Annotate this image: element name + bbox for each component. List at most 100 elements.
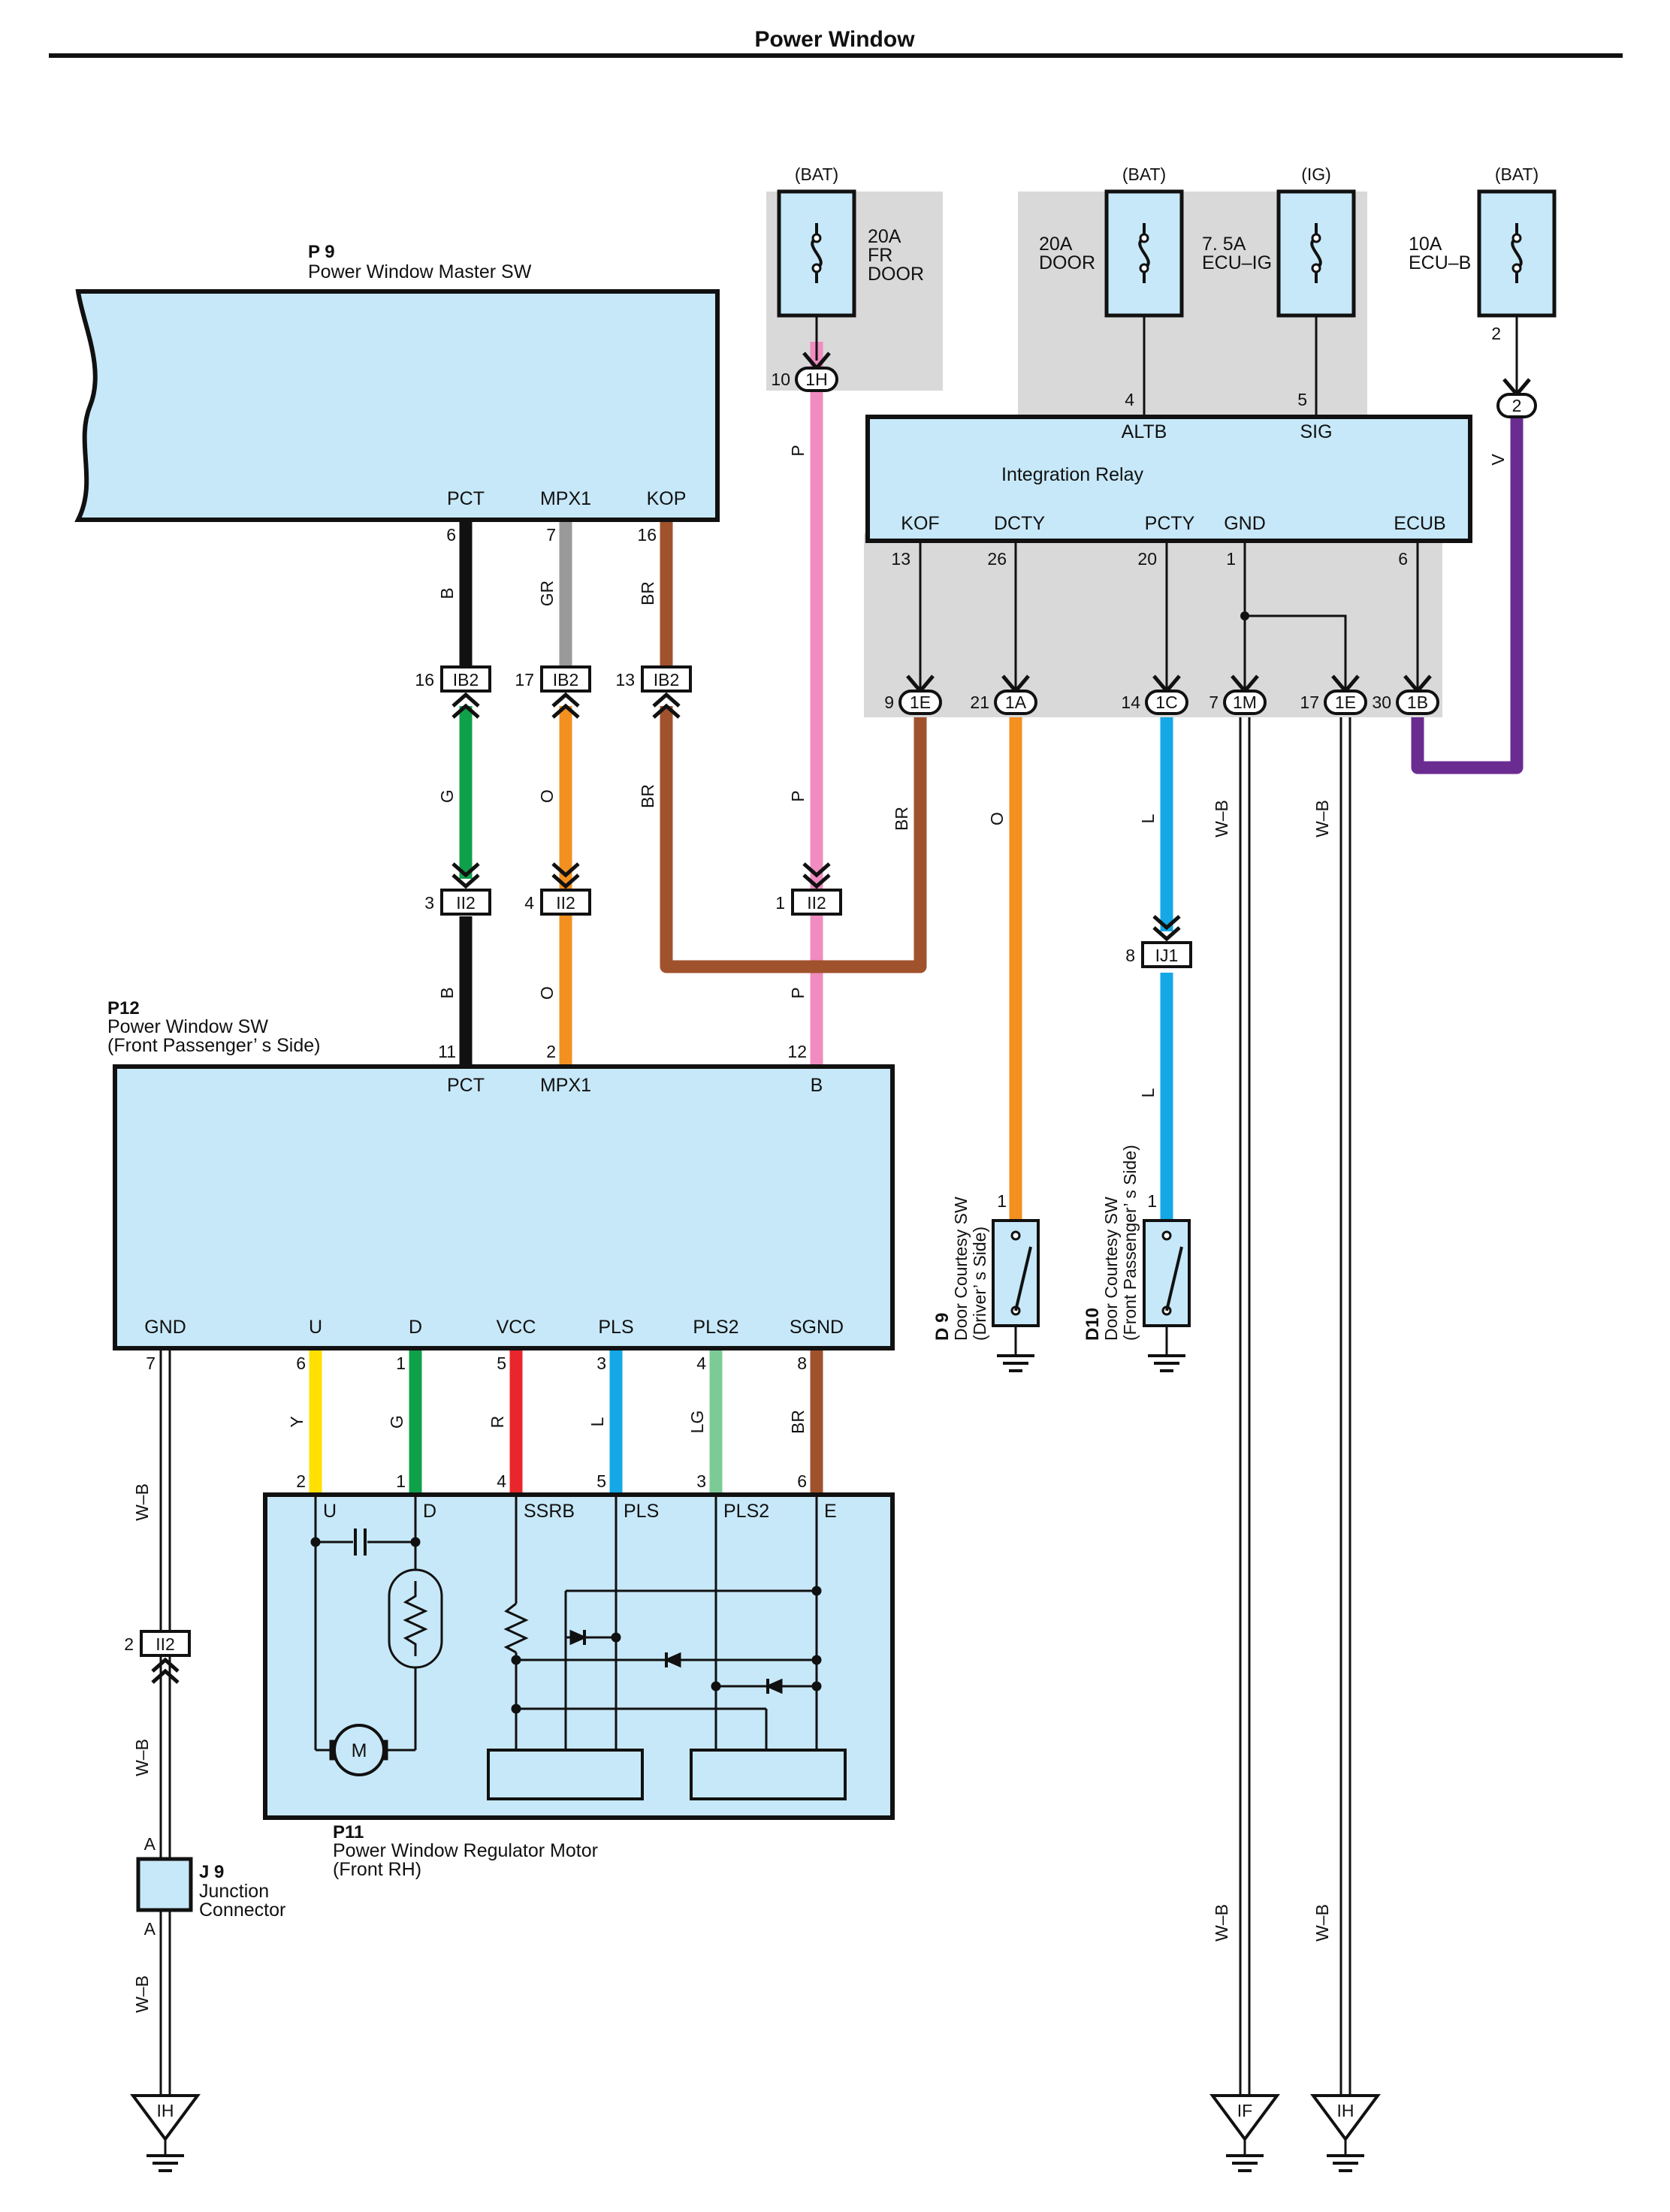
svg-text:4: 4 [1125,390,1134,409]
svg-text:ALTB: ALTB [1122,421,1167,442]
svg-text:8: 8 [797,1353,807,1373]
connector-ib2-mpx1: IB2 17 [515,665,591,719]
svg-text:SIG: SIG [1300,421,1332,442]
svg-text:L: L [1138,813,1158,823]
connector-ii2-mpx1: II2 4 [524,862,591,916]
svg-text:W–B: W–B [132,1739,152,1776]
svg-text:(Driver’ s Side): (Driver’ s Side) [970,1227,989,1341]
svg-text:7: 7 [146,1353,156,1373]
svg-text:6: 6 [1398,549,1408,569]
svg-text:VCC: VCC [497,1317,536,1338]
ground-ih-left: IH [130,2094,201,2172]
svg-text:8: 8 [1125,946,1135,965]
svg-text:L: L [1138,1088,1158,1097]
svg-text:(BAT): (BAT) [1495,164,1539,184]
integration-relay: Integration Relay ALTB SIG 4 5 KOF DCTY … [865,390,1472,569]
svg-text:(Front Passenger’ s Side): (Front Passenger’ s Side) [1120,1145,1140,1341]
svg-text:IJ1: IJ1 [1155,946,1179,965]
svg-text:4: 4 [696,1353,706,1373]
svg-text:IF: IF [1237,2101,1252,2120]
svg-text:PCTY: PCTY [1145,513,1195,534]
svg-text:2: 2 [1491,324,1501,343]
svg-text:SSRB: SSRB [524,1501,575,1522]
d9-door-courtesy-driver: 1 D 9 Door Courtesy SW (Driver’ s Side) [932,1191,1040,1372]
svg-text:PLS2: PLS2 [693,1317,738,1338]
svg-text:SGND: SGND [790,1317,844,1338]
connector-1m-gnd: 1M 7 [1209,674,1267,715]
svg-text:20A: 20A [868,226,901,247]
svg-text:W–B: W–B [132,1483,152,1521]
wire-wb-1e [1339,717,1351,2096]
svg-text:D: D [409,1317,422,1338]
svg-text:G: G [387,1415,406,1429]
svg-text:E: E [824,1501,837,1522]
svg-text:6: 6 [296,1353,306,1373]
svg-text:B: B [437,587,457,599]
gnd-junction-dot [1240,611,1249,620]
connector-1e-gnd: 1E 17 [1300,674,1367,715]
svg-text:O: O [987,812,1007,825]
j9-junction-connector: A A J 9 Junction Connector [136,1834,285,1939]
svg-text:V: V [1488,454,1508,466]
svg-text:DOOR: DOOR [868,264,924,285]
svg-text:GND: GND [144,1317,186,1338]
svg-text:B: B [437,987,457,998]
ground-if: IF [1209,2094,1280,2172]
svg-text:5: 5 [497,1353,506,1373]
svg-text:PLS: PLS [598,1317,633,1338]
motor-symbol: M [352,1740,367,1761]
svg-text:1: 1 [396,1353,406,1373]
svg-text:(BAT): (BAT) [795,164,838,184]
svg-text:B: B [811,1075,823,1096]
p11-regulator-motor: 2 1 4 5 3 6 U D SSRB PLS PLS2 E [263,1471,895,1880]
svg-text:W–B: W–B [1212,800,1231,837]
svg-text:16: 16 [637,525,657,545]
svg-text:4: 4 [497,1471,506,1491]
svg-text:II2: II2 [556,893,575,913]
svg-text:13: 13 [891,549,910,569]
fuse-door: (BAT) 20A DOOR [1039,164,1184,318]
connector-1a-dcty: 1A 21 [970,674,1037,715]
svg-text:4: 4 [524,893,534,913]
svg-text:(Front RH): (Front RH) [333,1859,421,1880]
svg-text:21: 21 [970,693,989,712]
svg-text:DOOR: DOOR [1039,252,1095,273]
svg-text:FR: FR [868,245,892,266]
svg-text:P 9: P 9 [308,242,335,262]
svg-text:ECU–IG: ECU–IG [1202,252,1272,273]
connector-ij1: IJ1 8 [1125,915,1192,968]
svg-text:D 9: D 9 [932,1313,953,1341]
svg-text:14: 14 [1121,693,1140,712]
svg-text:P11: P11 [333,1822,364,1842]
svg-text:3: 3 [424,893,434,913]
svg-text:12: 12 [787,1042,807,1061]
svg-text:L: L [587,1417,607,1426]
svg-text:IH: IH [157,2101,174,2120]
svg-text:30: 30 [1372,693,1391,712]
svg-text:BR: BR [638,581,657,605]
svg-text:(BAT): (BAT) [1122,164,1166,184]
svg-text:BR: BR [892,807,911,831]
svg-text:20: 20 [1137,549,1157,569]
svg-text:Y: Y [287,1416,307,1427]
svg-text:PCT: PCT [447,1075,485,1096]
svg-text:U: U [323,1501,337,1522]
svg-text:P: P [788,445,808,456]
svg-text:GND: GND [1224,513,1266,534]
svg-text:5: 5 [1297,390,1307,409]
svg-text:10A: 10A [1409,234,1442,255]
svg-text:1H: 1H [805,370,827,389]
svg-text:(Front Passenger’ s Side): (Front Passenger’ s Side) [107,1035,320,1056]
svg-text:KOF: KOF [901,513,939,534]
svg-text:17: 17 [1300,693,1319,712]
svg-text:1B: 1B [1407,693,1428,712]
connector-1b-ecub: 1B 30 [1372,674,1439,715]
svg-text:1A: 1A [1005,693,1027,712]
connector-ii2-gnd: II2 2 [124,1630,191,1684]
svg-text:1E: 1E [910,693,931,712]
svg-text:P: P [788,790,808,801]
fuse-ecu-ig: (IG) 7. 5A ECU–IG [1202,164,1356,318]
svg-text:2: 2 [546,1042,556,1061]
svg-text:PCT: PCT [447,488,485,509]
